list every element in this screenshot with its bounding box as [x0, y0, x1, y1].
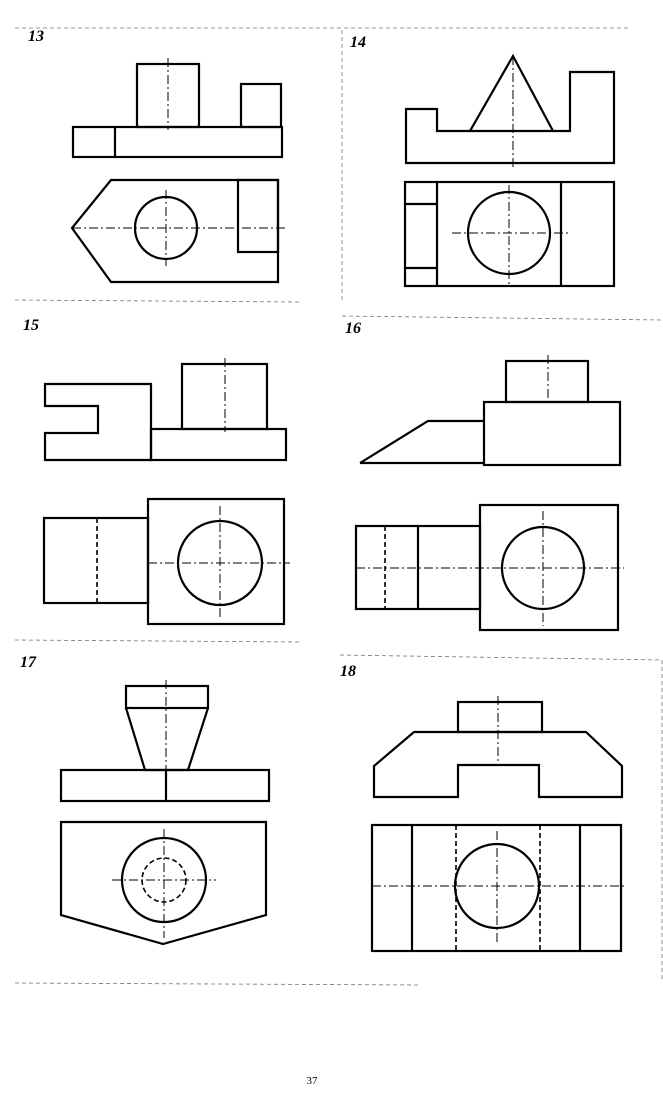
figure-13-front-view: [71, 58, 284, 159]
figure-16-front-view: [359, 355, 622, 467]
panel-separators: [14, 27, 663, 986]
figure-13-top-view: [70, 178, 285, 284]
figure-18-top-view: [370, 823, 627, 953]
figure-18: 18: [340, 663, 627, 953]
figure-17-top-view: [59, 820, 268, 946]
figure-16-label: 16: [345, 320, 361, 337]
figure-18-label: 18: [340, 663, 356, 680]
figure-16-top-view: [354, 503, 624, 632]
figure-15-top-view: [42, 497, 290, 626]
figure-13-label: 13: [28, 28, 44, 45]
figure-16: 16: [345, 320, 624, 632]
figure-15: 15: [23, 317, 290, 626]
page-number: 37: [307, 1075, 319, 1087]
figure-15-front-view: [43, 358, 288, 462]
figure-17: 17: [20, 654, 271, 946]
figure-17-label: 17: [20, 654, 37, 671]
figure-14-label: 14: [350, 34, 366, 51]
figure-15-label: 15: [23, 317, 39, 334]
figure-14-front-view: [404, 53, 616, 168]
figure-14-top-view: [403, 180, 616, 288]
figure-18-front-view: [372, 696, 624, 799]
figure-13: 13: [28, 28, 285, 284]
figure-17-front-view: [59, 680, 271, 803]
figure-14: 14: [350, 34, 616, 288]
